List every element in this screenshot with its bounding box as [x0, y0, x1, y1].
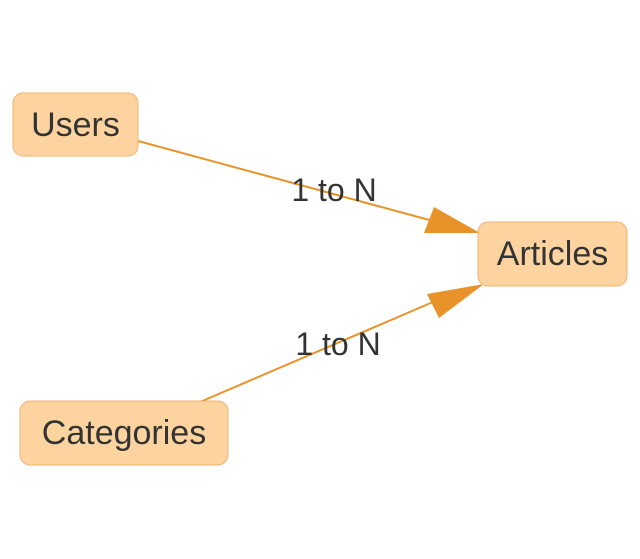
node-articles-box	[477, 221, 628, 287]
edge-users-articles: 1 to N	[137, 140, 480, 233]
node-categories[interactable]: Categories	[19, 400, 229, 466]
node-articles[interactable]: Articles	[477, 221, 628, 287]
edge-users-articles-line	[137, 140, 434, 222]
node-categories-label: Categories	[42, 414, 206, 452]
node-articles-label: Articles	[497, 235, 608, 273]
edge-categories-articles-label: 1 to N	[295, 326, 380, 362]
node-users-box	[12, 92, 139, 157]
edge-users-articles-arrowhead	[424, 207, 480, 233]
edge-categories-articles: 1 to N	[199, 284, 484, 403]
edge-users-articles-label: 1 to N	[291, 172, 376, 208]
edge-categories-articles-line	[199, 298, 441, 403]
node-users[interactable]: Users	[12, 92, 139, 157]
node-categories-box	[19, 400, 229, 466]
node-users-label: Users	[31, 106, 120, 144]
edge-categories-articles-arrowhead	[427, 284, 484, 318]
